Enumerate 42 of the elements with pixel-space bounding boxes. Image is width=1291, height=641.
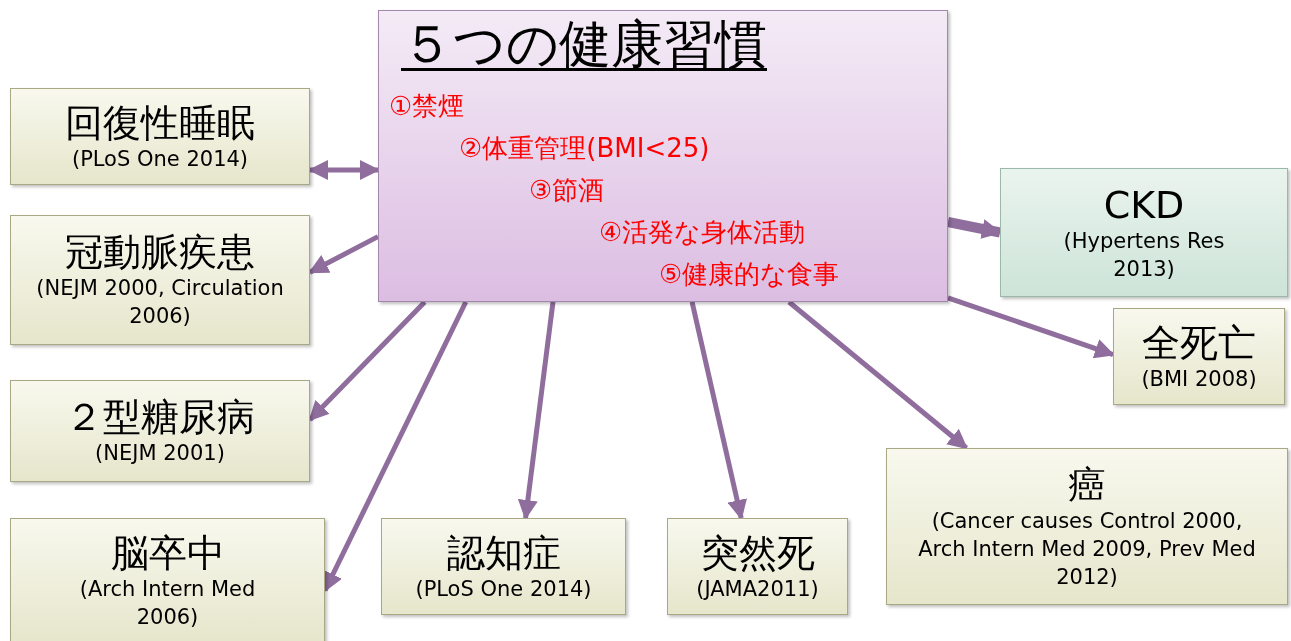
citation: (BMI 2008) — [1140, 365, 1258, 393]
citation: (Hypertens Res 2013) — [1062, 227, 1226, 283]
heading: ５つの健康習慣 — [401, 13, 767, 76]
outcome-box — [381, 518, 626, 615]
outcome-title: 突然死 — [699, 530, 816, 575]
arrow — [947, 217, 1002, 239]
citation: (PLoS One 2014) — [414, 575, 593, 603]
outcome-box — [667, 518, 848, 615]
arrow — [308, 234, 380, 275]
arrow — [517, 301, 556, 520]
outcome-box — [10, 88, 310, 185]
citation: (NEJM 2000, Circulation 2006) — [35, 275, 285, 330]
arrow — [689, 301, 747, 520]
citation: (Arch Intern Med 2006) — [78, 575, 257, 631]
outcome-box — [10, 380, 310, 482]
habit-item: ④活発な身体活動 — [599, 217, 806, 247]
citation: (Cancer causes Control 2000, Arch Intern Med 2009, Prev Med 2012) — [917, 507, 1257, 591]
arrow — [787, 300, 968, 450]
outcome-box — [1113, 308, 1285, 405]
arrow — [308, 160, 380, 180]
habit-item: ⑤健康的な食事 — [659, 259, 840, 289]
outcome-box — [886, 448, 1288, 605]
citation: (NEJM 2001) — [94, 440, 226, 467]
arrow — [308, 300, 427, 422]
outcome-title: 冠動脈疾患 — [64, 230, 256, 274]
outcome-box — [1000, 168, 1288, 297]
outcome-title: 回復性睡眠 — [64, 100, 256, 145]
habits-box — [378, 10, 948, 302]
outcome-title: ２型糖尿病 — [64, 395, 256, 439]
outcome-title: 癌 — [1067, 462, 1107, 507]
habit-item: ①禁煙 — [389, 91, 465, 121]
outcome-title: 脳卒中 — [109, 530, 226, 575]
citation: (JAMA2011) — [695, 575, 820, 603]
habit-item: ③節酒 — [529, 175, 605, 205]
outcome-title: 認知症 — [445, 530, 562, 575]
arrow — [947, 295, 1115, 359]
citation: (PLoS One 2014) — [70, 145, 250, 173]
habit-item: ②体重管理(BMI<25) — [459, 133, 710, 163]
outcome-box — [10, 518, 325, 641]
outcome-title: 全死亡 — [1141, 320, 1257, 365]
outcome-box — [10, 215, 310, 345]
outcome-title: CKD — [1102, 182, 1186, 227]
